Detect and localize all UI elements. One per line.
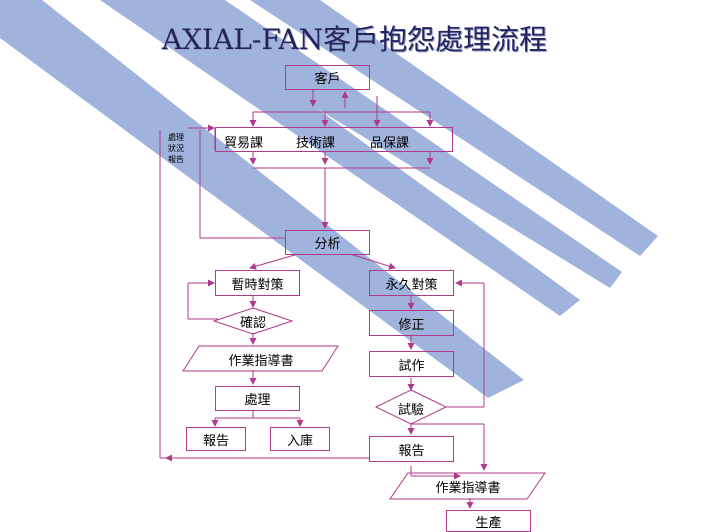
trade-dept-label: 貿易課 <box>224 136 264 151</box>
stock-in-label: 入庫 <box>286 433 313 449</box>
report-right-label: 報告 <box>398 443 425 459</box>
departments-box: 貿易課 技術課 品保課 <box>215 127 453 152</box>
stock-in-box: 入庫 <box>270 427 330 451</box>
work-instr-right-label: 作業指導書 <box>435 480 501 496</box>
test-diamond <box>374 389 448 425</box>
work-instr-right-shape <box>389 472 546 500</box>
report-left-box: 報告 <box>186 427 246 451</box>
page-title: AXIAL-FAN客戶抱怨處理流程 <box>161 23 548 56</box>
analysis-label: 分析 <box>314 237 341 252</box>
background-stripe <box>140 0 622 288</box>
qa-dept-label: 品保課 <box>370 136 410 151</box>
report-left-label: 報告 <box>202 433 229 449</box>
test-label: 試驗 <box>397 402 424 418</box>
tech-dept-label: 技術課 <box>296 136 336 151</box>
production-label: 生產 <box>475 515 502 531</box>
background-stripe <box>250 0 658 256</box>
temp-measure-label: 暫時對策 <box>231 277 284 293</box>
report-note: 處理狀況報告 <box>168 133 184 164</box>
handle-box: 處理 <box>215 386 300 411</box>
work-instr-left-shape <box>182 345 339 372</box>
fix-label: 修正 <box>398 317 425 333</box>
temp-measure-box: 暫時對策 <box>215 270 300 296</box>
report-right-box: 報告 <box>369 436 454 462</box>
confirm-diamond <box>212 307 294 335</box>
production-box: 生產 <box>446 510 531 532</box>
background-stripe <box>100 0 580 316</box>
perm-measure-box: 永久對策 <box>369 270 454 296</box>
handle-label: 處理 <box>244 393 271 408</box>
trial-label: 試作 <box>398 358 425 374</box>
work-instr-left-label: 作業指導書 <box>228 353 294 369</box>
confirm-label: 確認 <box>239 315 266 331</box>
perm-measure-label: 永久對策 <box>385 277 438 293</box>
customer-box: 客戶 <box>285 65 370 90</box>
trial-box: 試作 <box>369 351 454 377</box>
customer-label: 客戶 <box>314 72 341 87</box>
analysis-box: 分析 <box>285 230 370 255</box>
background-stripe <box>0 0 524 398</box>
fix-box: 修正 <box>369 310 454 336</box>
